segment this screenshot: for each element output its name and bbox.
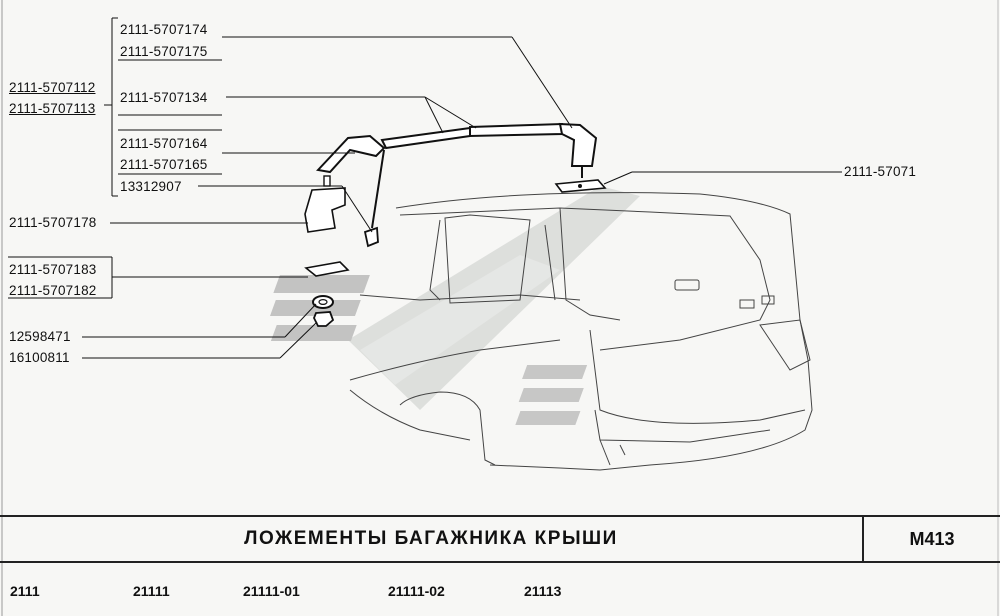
leader-lines [8, 17, 842, 359]
part-number-label: 2111-5707164 [120, 136, 208, 151]
model-label: 21111-01 [243, 583, 300, 599]
page-code: М413 [909, 529, 955, 549]
part-number-label: 2111-5707175 [120, 44, 208, 59]
model-label: 21113 [524, 583, 562, 599]
part-number-label: 2111-5707182 [9, 283, 97, 298]
part-number-label: 2111-5707178 [9, 215, 97, 230]
part-number-label: 2111-5707174 [120, 22, 208, 37]
part-number-label: 2111-5707165 [120, 157, 208, 172]
part-number-label: 13312907 [120, 179, 182, 194]
page-title: ЛОЖЕМЕНТЫ БАГАЖНИКА КРЫШИ [0, 517, 864, 561]
part-number-label: 12598471 [9, 329, 71, 344]
model-label: 2111 [10, 583, 40, 599]
watermark-logo [269, 186, 640, 425]
part-number-label: 2111-57071 [844, 164, 917, 179]
roof-rack-parts [304, 122, 607, 327]
part-number-label: 16100811 [9, 350, 70, 365]
part-number-label: 2111-5707183 [9, 262, 97, 277]
model-label: 21111-02 [388, 583, 445, 599]
part-number-label: 2111-5707134 [120, 90, 208, 105]
title-bar: ЛОЖЕМЕНТЫ БАГАЖНИКА КРЫШИ М413 [0, 515, 1000, 563]
model-label: 21111 [133, 583, 170, 599]
part-number-label: 2111-5707113 [9, 101, 96, 116]
car-outline [349, 192, 813, 471]
part-number-label: 2111-5707112 [9, 80, 96, 95]
